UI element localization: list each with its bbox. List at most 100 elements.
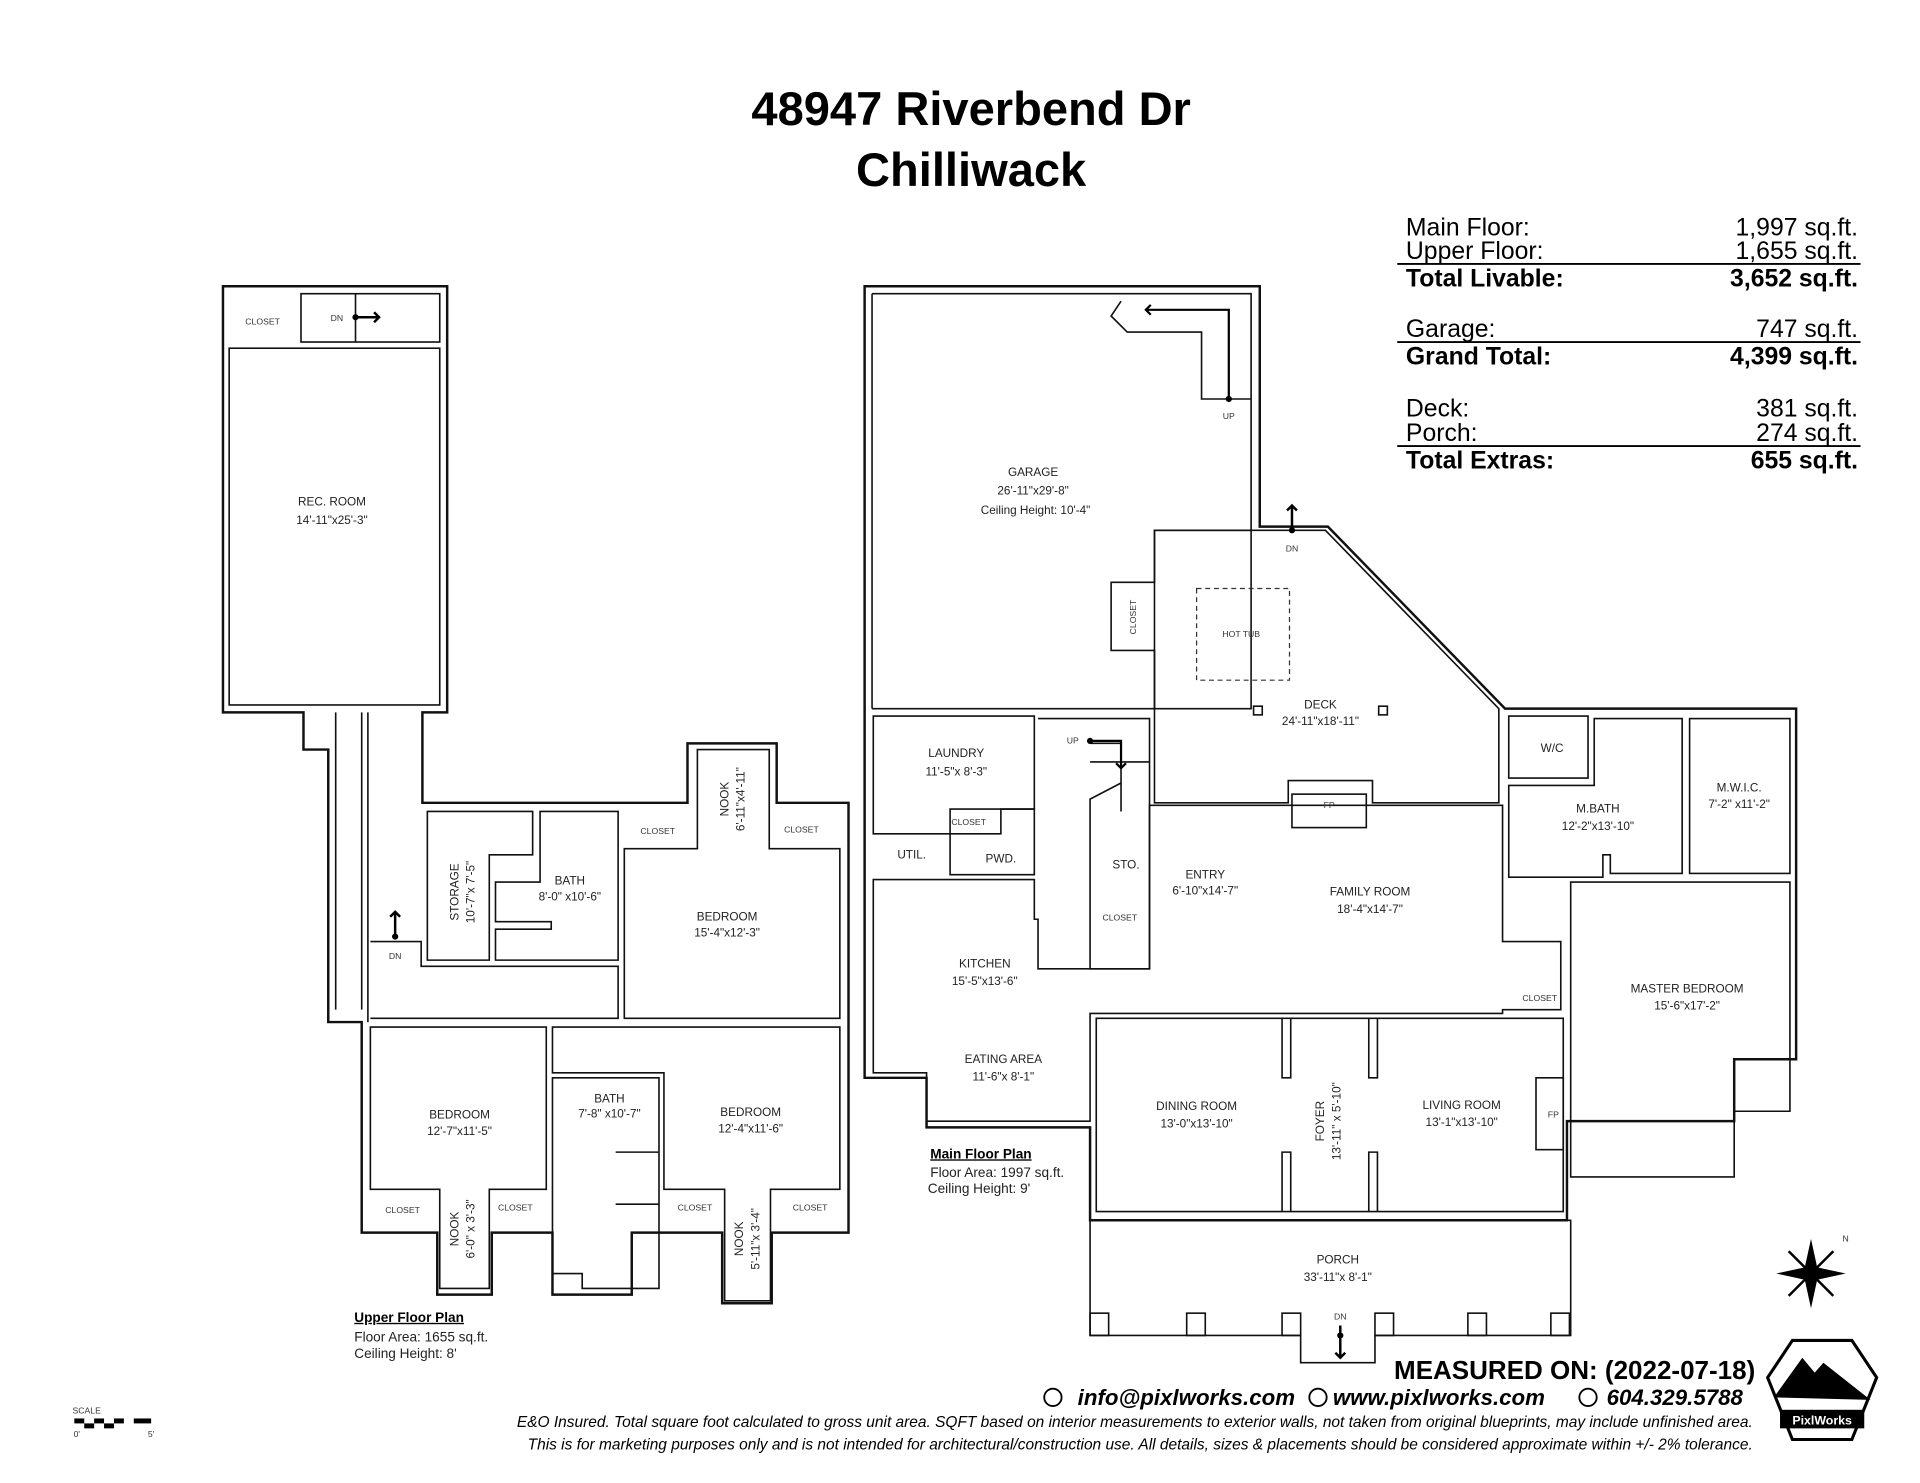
room-dims: 11'-5"x 8'-3" [925, 766, 987, 779]
room-dims: 7'-2" x11'-2" [1708, 798, 1770, 811]
room-name: ENTRY [1185, 868, 1225, 881]
stair-arrow-icon [1144, 304, 1230, 399]
hot-tub-outline [1195, 587, 1291, 681]
total-extras-label: Total Extras: [1406, 447, 1554, 474]
closet-label: CLOSET [640, 826, 675, 836]
main-floor-label: Main Floor: [1406, 214, 1530, 241]
measured-on-date: MEASURED ON: (2022-07-18) [1394, 1355, 1755, 1385]
stair-arrow-icon [389, 910, 401, 937]
stair-arrow-icon [355, 311, 381, 324]
room-name: NOOK [733, 1221, 746, 1256]
room-dims: 6'-11"x4'-11" [734, 767, 747, 831]
area-summary: Main Floor: 1,997 sq.ft. Upper Floor: 1,… [1397, 214, 1861, 474]
room-dims: 13'-1"x13'-10" [1426, 1116, 1498, 1129]
room-dims: 11'-6"x 8'-1" [973, 1070, 1035, 1083]
plan-ceiling-height: Ceiling Height: 9' [928, 1181, 1030, 1196]
grand-total-value: 4,399 sq.ft. [1730, 343, 1858, 370]
plan-ceiling-height: Ceiling Height: 8' [354, 1346, 456, 1361]
room-name: M.BATH [1576, 803, 1620, 816]
plan-caption-title: Main Floor Plan [930, 1146, 1031, 1161]
closet-label: CLOSET [793, 1202, 828, 1212]
room-dims: 6'-0" x 3'-3" [464, 1199, 477, 1258]
room-dims: 12'-7"x11'-5" [427, 1125, 492, 1138]
scale-min: 0' [74, 1429, 81, 1439]
upper-floor-label: Upper Floor: [1406, 238, 1544, 265]
room-name: W/C [1541, 742, 1564, 755]
down-label: DN [331, 313, 344, 323]
logo-text: PixlWorks [1792, 1414, 1852, 1428]
upper-floor-value: 1,655 sq.ft. [1736, 238, 1859, 265]
plan-floor-area: Floor Area: 1655 sq.ft. [354, 1330, 488, 1345]
garage-area-label: Garage: [1406, 316, 1495, 343]
disclaimer-line-1: E&O Insured. Total square foot calculate… [517, 1414, 1753, 1431]
pixlworks-logo: PixlWorks [1765, 1338, 1879, 1442]
down-label: DN [1286, 543, 1299, 553]
stair-arrow-icon [1334, 1325, 1347, 1360]
room-dims: 13'-11" x 5'-10" [1330, 1082, 1343, 1160]
email-link[interactable]: info@pixlworks.com [1078, 1385, 1295, 1410]
city-title: Chilliwack [856, 143, 1087, 196]
scale-max: 5' [148, 1429, 155, 1439]
deck-area-value: 381 sq.ft. [1756, 395, 1858, 422]
total-livable-label: Total Livable: [1406, 265, 1564, 292]
website-link[interactable]: www.pixlworks.com [1333, 1385, 1545, 1410]
stair-node-icon [1288, 527, 1296, 534]
room-dims: 12'-2"x13'-10" [1562, 820, 1634, 833]
closet-label: CLOSET [1522, 993, 1557, 1003]
room-dims: 18'-4"x14'-7" [1337, 903, 1403, 916]
room-name: LAUNDRY [928, 747, 984, 760]
room-name: BEDROOM [697, 910, 758, 923]
main-floor-plan: UP GARAGE 26'-11"x29'-8" Ceiling Height:… [863, 285, 1798, 1364]
room-dims: 14'-11"x25'-3" [296, 514, 367, 527]
fireplace-label: FP [1548, 1109, 1559, 1119]
porch-area-value: 274 sq.ft. [1756, 420, 1858, 447]
plan-floor-area: Floor Area: 1997 sq.ft. [930, 1165, 1064, 1180]
grand-total-label: Grand Total: [1406, 343, 1551, 370]
room-name: M.W.I.C. [1717, 782, 1762, 795]
fireplace-label: FP [1324, 800, 1335, 810]
closet-label: CLOSET [678, 1202, 713, 1212]
plan-caption-title: Upper Floor Plan [354, 1310, 464, 1325]
room-name: NOOK [718, 782, 731, 817]
room-name: STORAGE [448, 863, 461, 920]
room-name: BEDROOM [720, 1106, 781, 1119]
porch-posts [1089, 1312, 1571, 1337]
room-name: EATING AREA [965, 1053, 1043, 1066]
room-name: PORCH [1317, 1254, 1359, 1267]
room-name: NOOK [448, 1211, 461, 1246]
room-name: MASTER BEDROOM [1631, 982, 1744, 995]
up-label: UP [1067, 735, 1079, 745]
contact-line: info@pixlworks.com www.pixlworks.com 604… [1043, 1385, 1744, 1410]
room-name: REC. ROOM [298, 496, 366, 509]
compass-icon: N [1776, 1233, 1849, 1309]
stair-node-icon [1086, 737, 1094, 744]
stair-arrow-icon [1090, 739, 1127, 770]
room-dims: 8'-0" x10'-6" [539, 891, 601, 904]
room-dims: 13'-0"x13'-10" [1160, 1117, 1232, 1130]
room-name: KITCHEN [959, 958, 1011, 971]
room-dims: 15'-5"x13'-6" [952, 975, 1018, 988]
room-name: FAMILY ROOM [1330, 886, 1411, 899]
porch-area-label: Porch: [1406, 420, 1478, 447]
room-dims: 24'-11"x18'-11" [1282, 715, 1359, 728]
room-name: STO. [1112, 858, 1139, 871]
garage-area-value: 747 sq.ft. [1756, 316, 1858, 343]
closet-label: CLOSET [784, 825, 819, 835]
down-label: DN [1334, 1311, 1347, 1321]
hot-tub-label: HOT TUB [1222, 629, 1260, 639]
closet-label: CLOSET [385, 1205, 420, 1215]
closet-label: CLOSET [951, 817, 986, 827]
room-dims: 33'-11"x 8'-1" [1304, 1271, 1372, 1284]
stair-arrow-icon [1286, 503, 1298, 531]
scale-label: SCALE [73, 1406, 102, 1416]
upper-floor-plan: CLOSET DN REC. ROOM 14'-11"x25'-3" DN ST… [221, 285, 850, 1361]
room-name: LIVING ROOM [1423, 1099, 1501, 1112]
deck-area-label: Deck: [1406, 395, 1469, 422]
phone-link[interactable]: 604.329.5788 [1607, 1385, 1744, 1410]
address-title: 48947 Riverbend Dr [751, 82, 1190, 135]
room-dims: 12'-4"x11'-6" [718, 1122, 783, 1135]
room-dims: 26'-11"x29'-8" [997, 484, 1068, 497]
globe-icon [1308, 1387, 1328, 1407]
room-name: DINING ROOM [1156, 1100, 1237, 1113]
